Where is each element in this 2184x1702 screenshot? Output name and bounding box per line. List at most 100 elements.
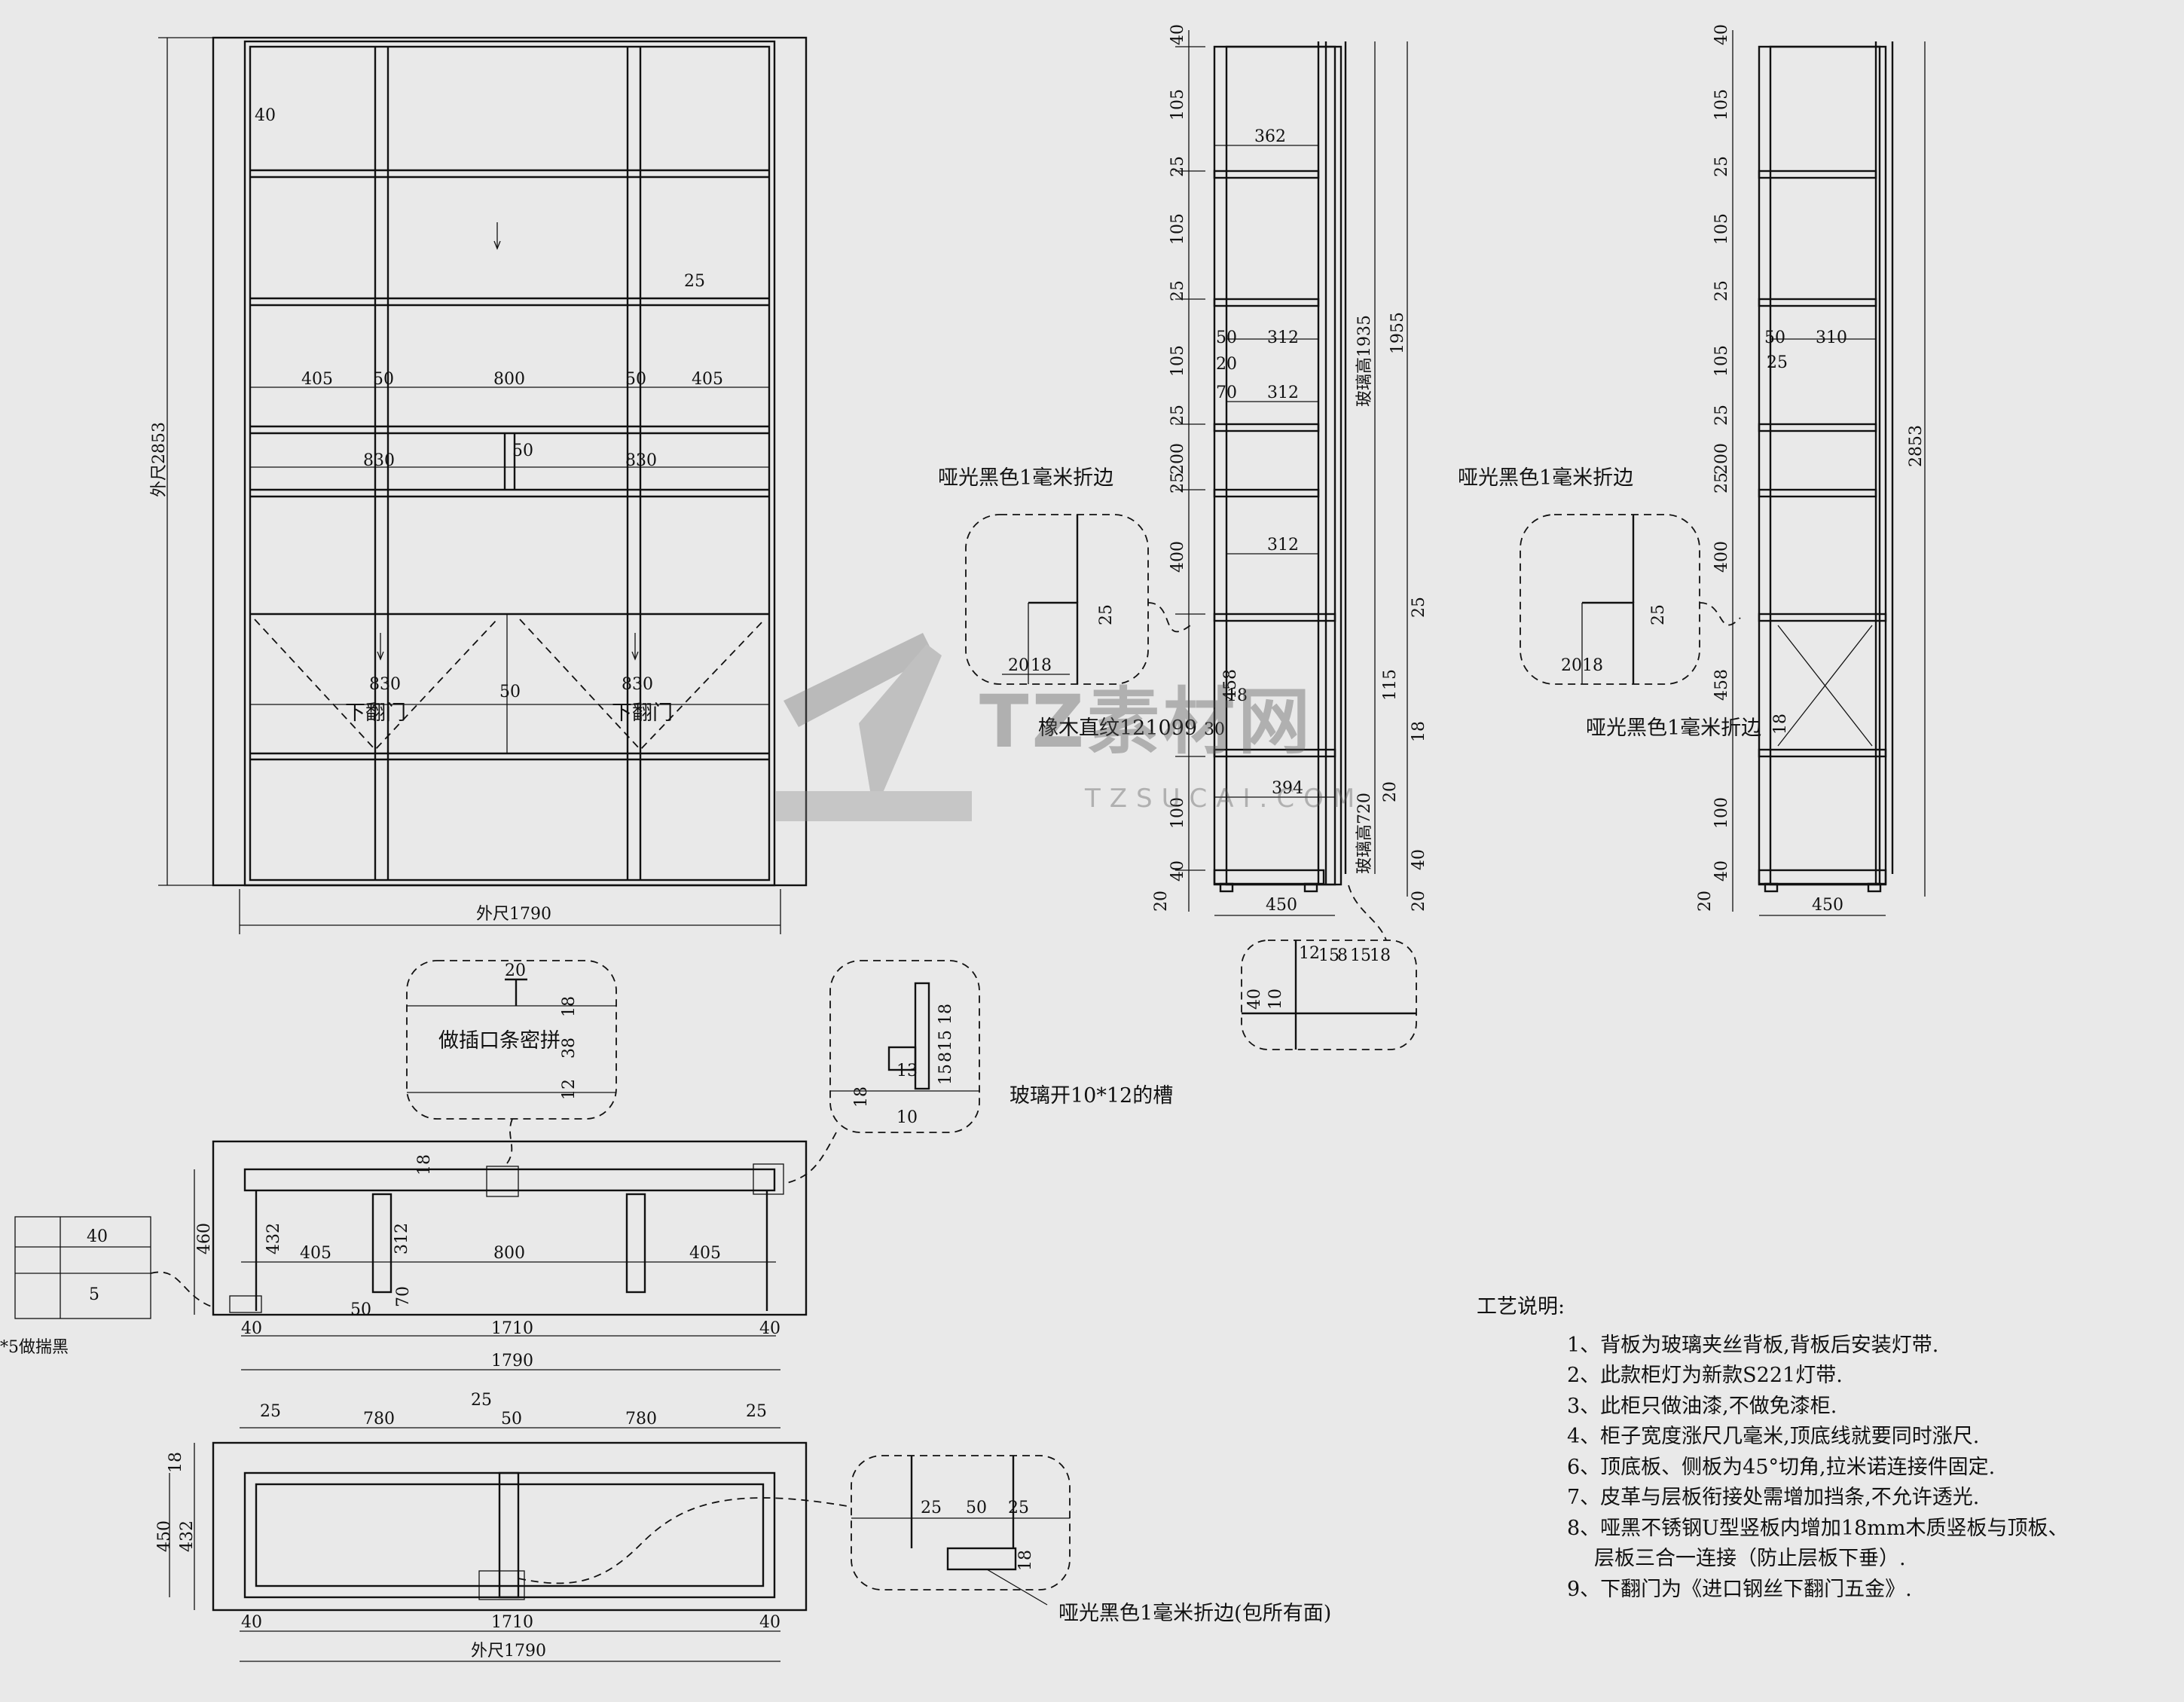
plan-bottom: 25 780 25 50 780 25 18 450 432 40 1710 4…: [155, 1391, 1331, 1662]
pt-callout-20: 20: [505, 961, 526, 980]
front-elevation: 405 50 800 50 405 830 50 830 830 50 830 …: [150, 36, 808, 934]
front-dim-830-left: 830: [363, 451, 395, 470]
s1-detail-18: 18: [1031, 656, 1052, 675]
pb-left-450: 450: [155, 1520, 174, 1552]
side-section-1: 40 105 25 105 25 105 25 200 25 400 458 1…: [938, 24, 1428, 1050]
flap-dim-830-right: 830: [622, 675, 653, 694]
s1-dim-50: 50: [1216, 328, 1237, 347]
s1-dim-70: 70: [1216, 383, 1237, 402]
s2-side-label: 哑光黑色1毫米折边: [1586, 717, 1761, 740]
note-item: 4、柜子宽度涨尺几毫米,顶底线就要同时涨尺.: [1567, 1425, 1980, 1448]
s1-right-20-b: 20: [1410, 891, 1428, 912]
pb-top-25-a: 25: [260, 1402, 281, 1421]
s1-right-40: 40: [1410, 849, 1428, 870]
s2-detail-label: 哑光黑色1毫米折边: [1458, 466, 1633, 490]
glass-dim-13: 13: [897, 1062, 918, 1080]
s2-dim-310: 310: [1816, 328, 1847, 347]
note-item: 1、背板为玻璃夹丝背板,背板后安装灯带.: [1567, 1333, 1939, 1357]
pt-dim-50: 50: [350, 1300, 371, 1319]
pb-bottom-40-right: 40: [759, 1613, 780, 1632]
s1-left-105-b: 105: [1168, 213, 1187, 245]
s2-dim-50: 50: [1764, 328, 1785, 347]
s1-total-height: 1955: [1388, 312, 1407, 354]
note-item: 9、下翻门为《进口钢丝下翻门五金》.: [1567, 1577, 1912, 1601]
s1-left-458: 458: [1221, 669, 1240, 701]
s2-left-25-b: 25: [1712, 280, 1731, 301]
front-dim-830-right: 830: [625, 451, 657, 470]
front-dim-405-left: 405: [301, 370, 333, 389]
pb-total: 外尺1790: [471, 1642, 546, 1661]
front-dim-50-right: 50: [625, 370, 646, 389]
pb-top-50: 50: [501, 1410, 522, 1429]
pb-bottom-1710: 1710: [491, 1613, 533, 1632]
pt-bottom-1710: 1710: [491, 1319, 533, 1338]
note-item: 7、皮革与层板衔接处需增加挡条,不允许透光.: [1567, 1486, 1980, 1509]
s2-left-105-a: 105: [1712, 89, 1731, 121]
s2-depth: 450: [1812, 896, 1843, 915]
s1-dim-312-a: 312: [1267, 328, 1299, 347]
side-section-2: 40 105 25 105 25 105 25 200 25 400 458 1…: [1458, 24, 1926, 916]
pt-callout-label: 做插口条密拼: [438, 1029, 561, 1053]
s1-glass-height: 玻璃高1935: [1355, 315, 1374, 407]
pt-dim-70: 70: [394, 1286, 413, 1307]
s1-right-25: 25: [1410, 597, 1428, 618]
pt-total: 1790: [491, 1352, 533, 1370]
glass-dim-15-a: 15: [936, 1030, 955, 1051]
s1-left-25-b: 25: [1168, 280, 1187, 301]
s1-left-105-a: 105: [1168, 89, 1187, 121]
pt-callout-38: 38: [560, 1037, 579, 1059]
glass-dim-15-b: 15: [936, 1064, 955, 1085]
left-detail-40: 40: [87, 1227, 108, 1246]
s1-glass-low: 玻璃高720: [1355, 793, 1374, 874]
pb-top-780-a: 780: [363, 1410, 395, 1429]
front-dim-405-right: 405: [692, 370, 723, 389]
pt-dim-460: 460: [195, 1223, 214, 1254]
pt-callout-18: 18: [560, 996, 579, 1017]
pb-detail-50: 50: [966, 1499, 987, 1517]
plan-top: 405 800 405 312 432 460 70 50 18 40 1710…: [0, 960, 1173, 1370]
front-dim-50-mid: 50: [512, 442, 533, 460]
glass-dim-18-b: 18: [852, 1086, 871, 1108]
s1-right-18: 18: [1410, 721, 1428, 742]
s1-dim-362: 362: [1254, 127, 1286, 146]
pt-dim-432: 432: [264, 1223, 283, 1254]
flap-label-right: 下翻门: [612, 701, 673, 725]
process-notes: 工艺说明: 1、背板为玻璃夹丝背板,背板后安装灯带. 2、此款柜灯为新款S221…: [1477, 1292, 2177, 1605]
s1-wood-label: 橡木直纹121099: [1038, 717, 1197, 740]
pt-dim-800: 800: [493, 1244, 525, 1263]
s1-left-40-b: 40: [1168, 860, 1187, 882]
pb-detail-label: 哑光黑色1毫米折边(包所有面): [1058, 1602, 1331, 1625]
pb-bottom-40-left: 40: [241, 1613, 262, 1632]
glass-dim-8: 8: [936, 1052, 955, 1062]
glass-dim-10: 10: [897, 1108, 918, 1127]
s1-left-25-c: 25: [1168, 405, 1187, 426]
s1-dim-312-b: 312: [1267, 383, 1299, 402]
front-dim-800: 800: [493, 370, 525, 389]
s1-dim-394: 394: [1272, 779, 1303, 798]
s2-left-458: 458: [1712, 669, 1731, 701]
pt-dim-405-right: 405: [689, 1244, 721, 1263]
pb-left-432: 432: [178, 1520, 197, 1552]
s1-depth: 450: [1266, 896, 1297, 915]
pt-bottom-40-right: 40: [759, 1319, 780, 1338]
s2-left-25-a: 25: [1712, 156, 1731, 177]
note-item: 3、此柜只做油漆,不做免漆柜.: [1567, 1394, 1837, 1418]
s2-left-40-b: 40: [1712, 860, 1731, 882]
s2-detail-20: 20: [1561, 656, 1582, 675]
foot-dim-15-b: 15: [1350, 946, 1371, 965]
left-detail-label: *5做揣黑: [0, 1338, 69, 1357]
s1-left-25-a: 25: [1168, 156, 1187, 177]
s1-detail-label: 哑光黑色1毫米折边: [938, 466, 1113, 490]
s2-detail-25: 25: [1649, 604, 1668, 625]
flap-dim-50: 50: [499, 683, 521, 701]
pb-top-25-c: 25: [746, 1402, 767, 1421]
s1-dim-18: 18: [1226, 686, 1248, 705]
s2-dim-18: 18: [1771, 713, 1790, 735]
s1-left-105-c: 105: [1168, 345, 1187, 377]
pb-detail-25-a: 25: [921, 1499, 942, 1517]
front-dim-40: 40: [255, 106, 276, 125]
s2-left-40: 40: [1712, 24, 1731, 45]
s2-left-105-c: 105: [1712, 345, 1731, 377]
note-item: 6、顶底板、侧板为45°切角,拉米诺连接件固定.: [1567, 1455, 1996, 1479]
